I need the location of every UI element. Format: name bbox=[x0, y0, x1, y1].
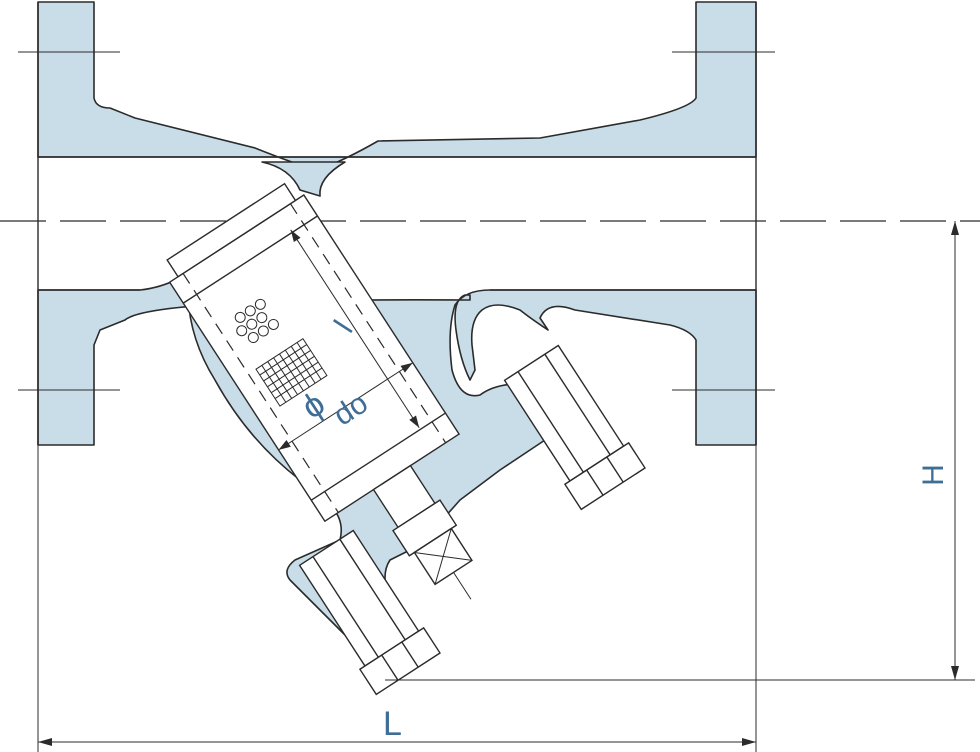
cover-bolt-right bbox=[503, 344, 646, 511]
screen-assembly bbox=[166, 182, 473, 600]
screen-diameter-dimension bbox=[278, 362, 414, 451]
screen-length-dimension bbox=[290, 229, 420, 429]
perforation-pattern bbox=[234, 298, 279, 344]
branch-neck bbox=[261, 161, 346, 197]
screen-top-ring bbox=[166, 182, 297, 278]
screen-inner-dash bbox=[182, 273, 339, 513]
height-label: H bbox=[917, 464, 950, 486]
length-label: L bbox=[383, 705, 402, 743]
mesh-pattern bbox=[255, 337, 328, 407]
upper-body-casting bbox=[37, 1, 757, 171]
cover-bolt-left bbox=[298, 529, 441, 696]
